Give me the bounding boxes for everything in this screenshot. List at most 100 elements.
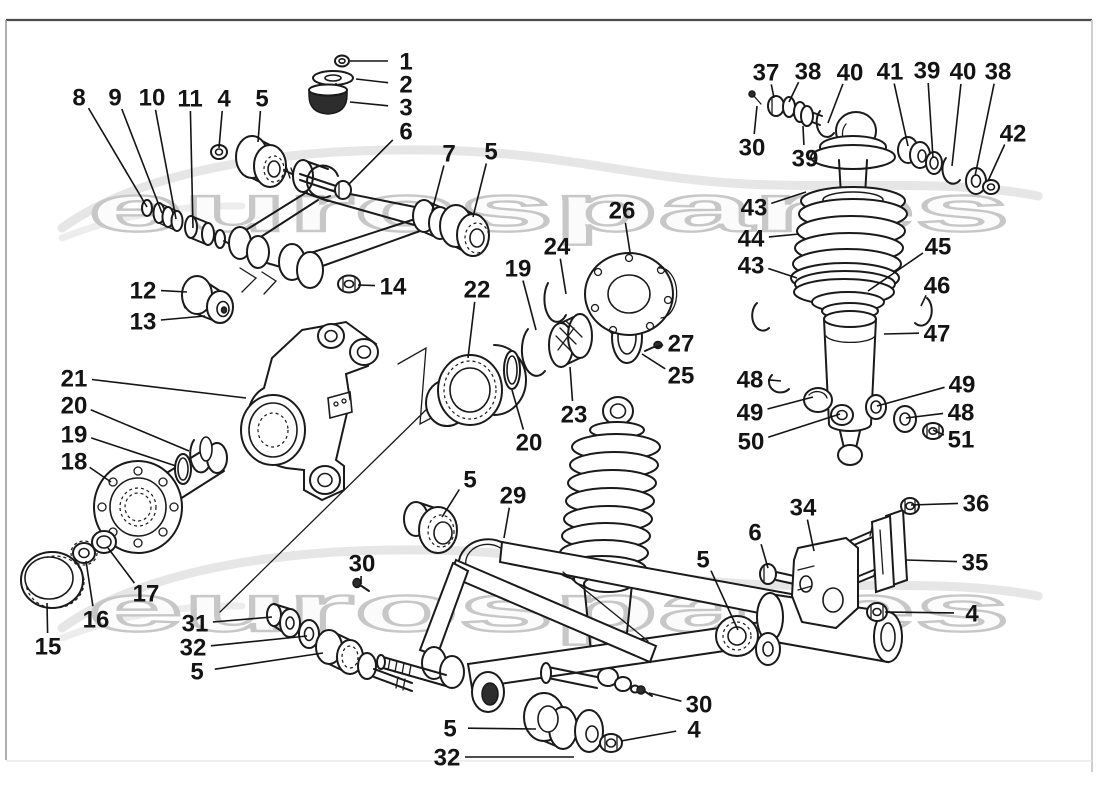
part-15-grease-cap xyxy=(20,551,85,609)
svg-text:20: 20 xyxy=(516,430,543,457)
part-5-bushing-upper-right xyxy=(439,204,490,257)
callout-23: 23 xyxy=(561,366,587,429)
callout-12: 12 xyxy=(130,278,188,305)
part-7-upper-arm xyxy=(228,159,452,289)
part-5-bushing-lower-right xyxy=(715,615,781,666)
callout-21: 21 xyxy=(61,366,247,399)
svg-text:27: 27 xyxy=(668,331,695,358)
svg-text:17: 17 xyxy=(133,581,160,608)
svg-text:45: 45 xyxy=(925,234,952,261)
callout-50: 50 xyxy=(738,413,841,456)
callout-30: 30 xyxy=(739,105,765,162)
svg-text:43: 43 xyxy=(741,195,768,222)
callout-22: 22 xyxy=(464,277,490,359)
svg-text:8: 8 xyxy=(72,85,85,112)
svg-text:48: 48 xyxy=(948,400,975,427)
svg-text:4: 4 xyxy=(965,601,979,628)
callout-11: 11 xyxy=(177,86,203,229)
callout-20: 20 xyxy=(61,393,190,452)
part-46-retainer-clips xyxy=(751,297,933,332)
callout-16: 16 xyxy=(83,560,109,634)
svg-text:24: 24 xyxy=(544,234,571,261)
callout-40: 40 xyxy=(950,59,977,167)
svg-text:2: 2 xyxy=(399,72,412,99)
part-2-washer xyxy=(312,70,354,86)
callout-14: 14 xyxy=(357,274,407,301)
svg-text:14: 14 xyxy=(380,274,407,301)
part-5-32-4-bottom-bushing-group xyxy=(523,692,623,753)
callout-5: 5 xyxy=(472,139,498,218)
svg-text:5: 5 xyxy=(484,139,497,166)
svg-text:44: 44 xyxy=(738,226,765,253)
callout-51: 51 xyxy=(932,427,975,454)
part-36-nut xyxy=(900,497,920,515)
svg-text:4: 4 xyxy=(687,717,701,744)
callout-43: 43 xyxy=(738,253,798,280)
svg-text:30: 30 xyxy=(349,551,376,578)
callout-25: 25 xyxy=(641,353,695,390)
svg-text:37: 37 xyxy=(753,60,780,87)
part-3-bump-stop xyxy=(308,83,348,115)
svg-text:6: 6 xyxy=(748,520,761,547)
svg-text:51: 51 xyxy=(948,427,975,454)
svg-text:5: 5 xyxy=(443,716,456,743)
page-border xyxy=(5,18,1093,772)
callout-4: 4 xyxy=(884,601,979,628)
callout-38: 38 xyxy=(974,59,1011,177)
svg-text:34: 34 xyxy=(790,495,817,522)
svg-text:32: 32 xyxy=(434,745,461,772)
svg-text:49: 49 xyxy=(949,372,976,399)
callout-26: 26 xyxy=(609,198,636,253)
callout-45: 45 xyxy=(867,234,952,292)
callout-46: 46 xyxy=(920,273,950,307)
callout-5: 5 xyxy=(255,86,269,143)
svg-text:26: 26 xyxy=(609,198,636,225)
svg-text:40: 40 xyxy=(950,59,977,86)
callout-41: 41 xyxy=(877,59,909,147)
part-6-bolt xyxy=(299,173,352,200)
callout-5: 5 xyxy=(441,467,477,518)
part-6-bolt-bracket xyxy=(759,563,795,585)
callout-2: 2 xyxy=(355,72,413,99)
callout-34: 34 xyxy=(790,495,817,552)
part-12-13-bushing xyxy=(181,267,277,324)
svg-text:18: 18 xyxy=(61,449,88,476)
part-34-bracket xyxy=(790,524,887,630)
callout-39: 39 xyxy=(914,58,940,159)
svg-text:19: 19 xyxy=(61,422,88,449)
svg-text:10: 10 xyxy=(139,85,166,112)
svg-text:25: 25 xyxy=(668,363,695,390)
svg-text:11: 11 xyxy=(177,86,202,113)
part-30-bolt-mid xyxy=(352,577,370,592)
svg-text:30: 30 xyxy=(686,692,713,719)
callout-47: 47 xyxy=(883,321,950,348)
callout-20: 20 xyxy=(511,389,543,457)
callout-29: 29 xyxy=(500,483,526,539)
part-18-wheel-hub xyxy=(93,442,228,554)
callout-15: 15 xyxy=(35,602,62,661)
part-30-grease-fitting-top xyxy=(748,90,762,105)
callout-5: 5 xyxy=(190,652,324,686)
callout-18: 18 xyxy=(61,449,112,483)
callout-7: 7 xyxy=(431,141,456,212)
svg-text:6: 6 xyxy=(399,119,412,146)
callout-5: 5 xyxy=(443,716,537,743)
svg-text:35: 35 xyxy=(962,550,989,577)
svg-text:43: 43 xyxy=(738,253,765,280)
part-29-lower-arm xyxy=(418,538,903,713)
part-pivot-shaft-left xyxy=(376,654,447,687)
callout-27: 27 xyxy=(654,331,695,358)
callout-40: 40 xyxy=(827,60,863,124)
svg-text:39: 39 xyxy=(792,146,819,173)
callout-19: 19 xyxy=(61,422,177,467)
part-14-nut xyxy=(337,274,361,294)
svg-text:50: 50 xyxy=(738,429,765,456)
callout-31: 31 xyxy=(182,611,273,638)
part-4-nut-bracket xyxy=(866,602,888,622)
svg-text:31: 31 xyxy=(182,611,209,638)
part-21-hub-carrier xyxy=(240,320,379,502)
svg-text:15: 15 xyxy=(35,634,62,661)
